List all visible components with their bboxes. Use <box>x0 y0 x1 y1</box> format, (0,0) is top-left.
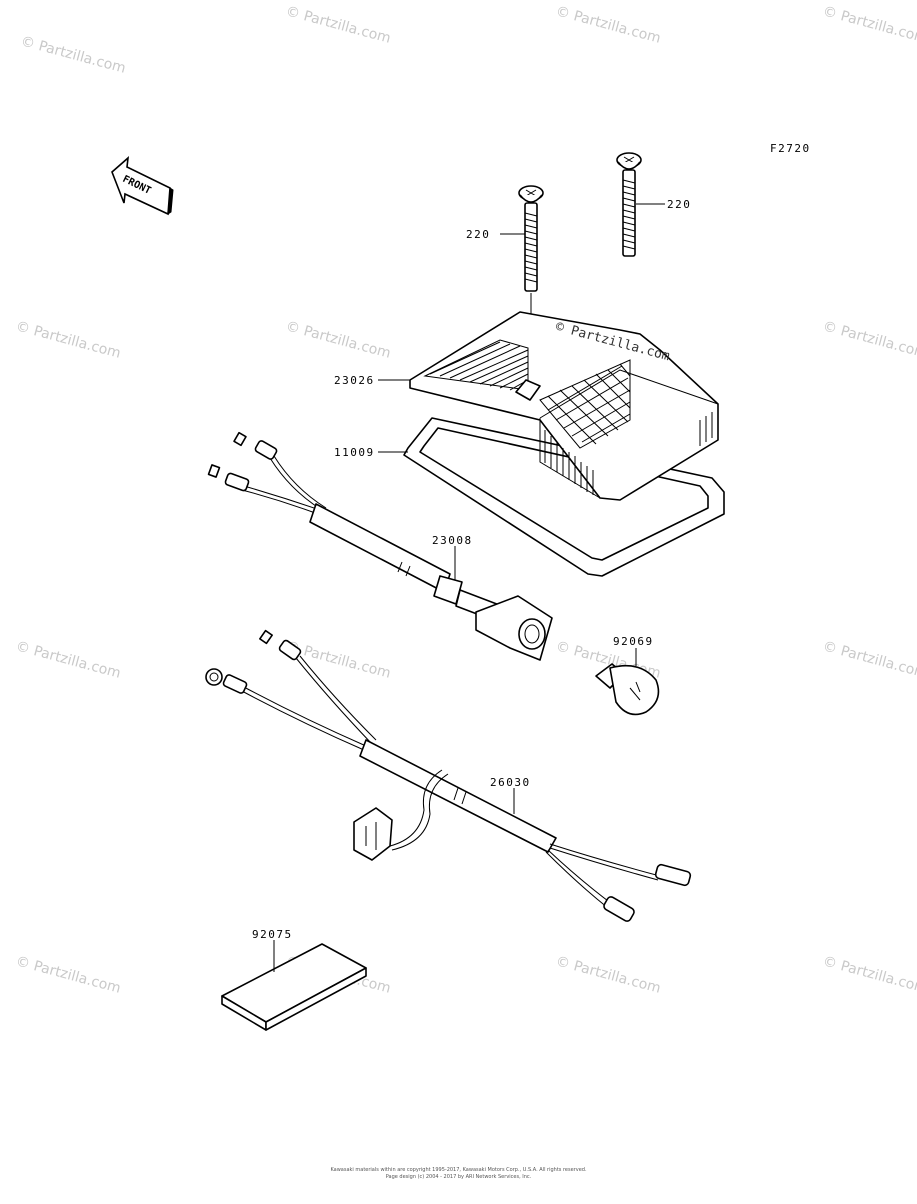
tail-lens[interactable] <box>409 311 719 501</box>
watermark: © Partzilla.com <box>821 318 917 361</box>
screw-lower[interactable] <box>500 185 544 388</box>
label-11009: 11009 <box>334 446 375 459</box>
watermark: © Partzilla.com <box>14 638 123 681</box>
bulb[interactable] <box>595 663 660 716</box>
label-220-left: 220 <box>466 228 490 241</box>
watermark: © Partzilla.com <box>284 3 393 46</box>
label-26030: 26030 <box>490 776 531 789</box>
watermark: © Partzilla.com <box>554 3 663 46</box>
copyright-line-1: Kawasaki materials within are copyright … <box>330 1167 587 1173</box>
pad[interactable] <box>221 943 367 1031</box>
gasket[interactable] <box>403 417 725 577</box>
label-23026: 23026 <box>334 374 375 387</box>
wiring-harness[interactable] <box>205 629 692 923</box>
watermark: © Partzilla.com <box>554 953 663 996</box>
screw-upper[interactable] <box>616 152 665 257</box>
front-arrow-icon: FRONT <box>111 156 174 216</box>
watermark: © Partzilla.com <box>19 33 128 76</box>
watermark: © Partzilla.com <box>821 3 917 46</box>
label-220-right: 220 <box>667 198 691 211</box>
socket-cable[interactable] <box>207 431 553 661</box>
copyright-notice: Kawasaki materials within are copyright … <box>0 1167 917 1181</box>
watermark: © Partzilla.com <box>14 318 123 361</box>
watermark: © Partzilla.com <box>284 638 393 681</box>
label-92069: 92069 <box>613 635 654 648</box>
label-92075: 92075 <box>252 928 293 941</box>
watermark: © Partzilla.com <box>821 638 917 681</box>
copyright-line-2: Page design (c) 2004 - 2017 by ARI Netwo… <box>385 1174 532 1180</box>
watermark: © Partzilla.com <box>284 318 393 361</box>
label-23008: 23008 <box>432 534 473 547</box>
watermark: © Partzilla.com <box>821 953 917 996</box>
watermark: © Partzilla.com <box>14 953 123 996</box>
diagram-code: F2720 <box>770 142 811 155</box>
